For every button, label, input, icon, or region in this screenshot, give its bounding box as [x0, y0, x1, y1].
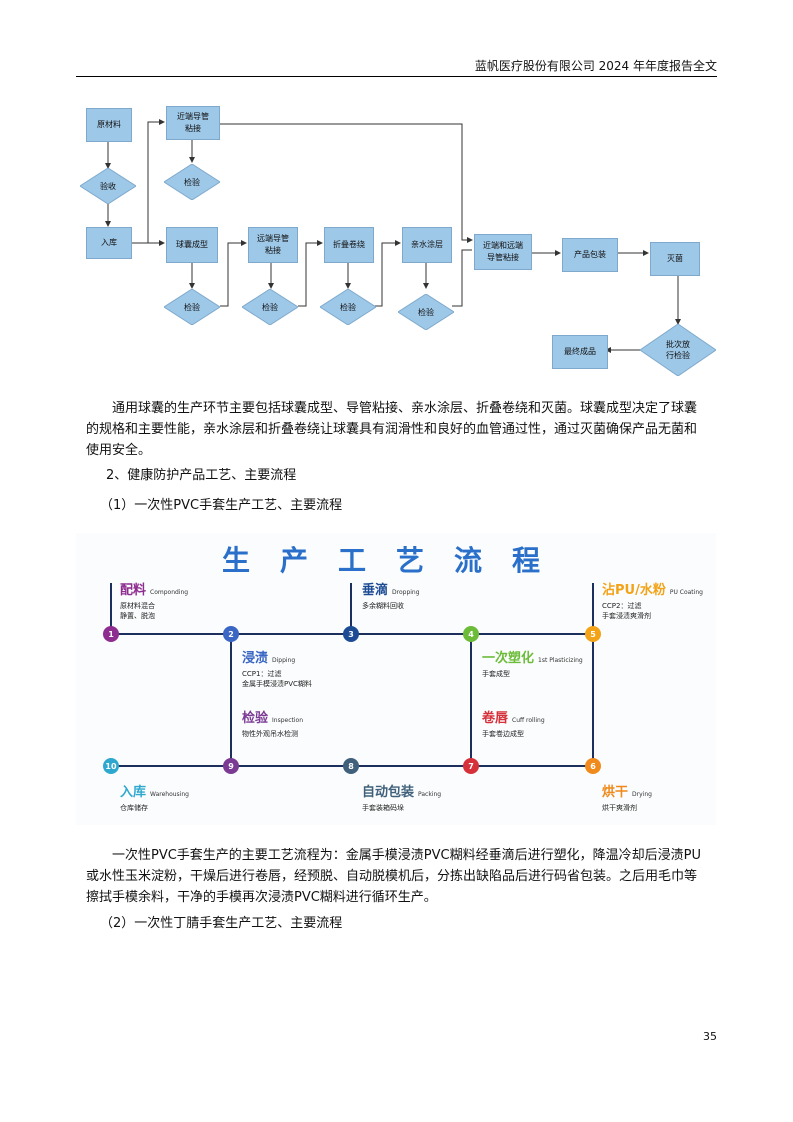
- process-node-8: 8: [343, 758, 359, 774]
- process-node-2: 2: [223, 626, 239, 642]
- process-node-3: 3: [343, 626, 359, 642]
- heading-health: 2、健康防护产品工艺、主要流程: [106, 468, 297, 483]
- check-diamond-4: 检验: [320, 289, 376, 325]
- proximal-bond-box: 近端导管 粘接: [166, 106, 220, 140]
- process-node-5: 5: [585, 626, 601, 642]
- sterilize-box: 灭菌: [650, 242, 700, 276]
- storage-box: 入库: [86, 227, 132, 259]
- process-node-6: 6: [585, 758, 601, 774]
- process-node-7: 7: [463, 758, 479, 774]
- fold-box: 折叠卷绕: [324, 227, 374, 263]
- raw-material-box: 原材料: [86, 108, 132, 142]
- inspect-diamond: 验收: [80, 168, 136, 204]
- page-header: 蓝帆医疗股份有限公司 2024 年年度报告全文: [76, 56, 717, 77]
- heading-pvc: （1）一次性PVC手套生产工艺、主要流程: [100, 498, 343, 513]
- check-diamond-2: 检验: [164, 289, 220, 325]
- check-diamond-1: 检验: [164, 164, 220, 200]
- check-diamond-5: 检验: [398, 294, 454, 330]
- pack-box: 产品包装: [562, 238, 618, 272]
- process-node-10: 10: [103, 758, 119, 774]
- flowchart-connectors: [105, 119, 681, 353]
- paragraph-pvc: 一次性PVC手套生产的主要工艺流程为：金属手模浸渍PVC糊料经垂滴后进行塑化，降…: [86, 848, 701, 905]
- final-product-box: 最终成品: [552, 335, 608, 369]
- balloon-form-box: 球囊成型: [166, 227, 218, 263]
- paragraph-balloon: 通用球囊的生产环节主要包括球囊成型、导管粘接、亲水涂层、折叠卷绕和灭菌。球囊成型…: [86, 401, 698, 458]
- process-track: [110, 583, 594, 767]
- batch-check-diamond: 批次放 行检验: [640, 324, 716, 376]
- page-number: 35: [703, 1030, 717, 1043]
- heading-nitrile: （2）一次性丁腈手套生产工艺、主要流程: [100, 916, 343, 931]
- process-node-9: 9: [223, 758, 239, 774]
- distal-bond-box: 远端导管 粘接: [248, 227, 298, 263]
- both-bond-box: 近端和远端 导管粘接: [474, 234, 532, 270]
- process-title: 生产工艺流程: [221, 544, 570, 577]
- hydrophilic-box: 亲水涂层: [402, 227, 452, 263]
- check-diamond-3: 检验: [242, 289, 298, 325]
- process-node-1: 1: [103, 626, 119, 642]
- process-node-4: 4: [463, 626, 479, 642]
